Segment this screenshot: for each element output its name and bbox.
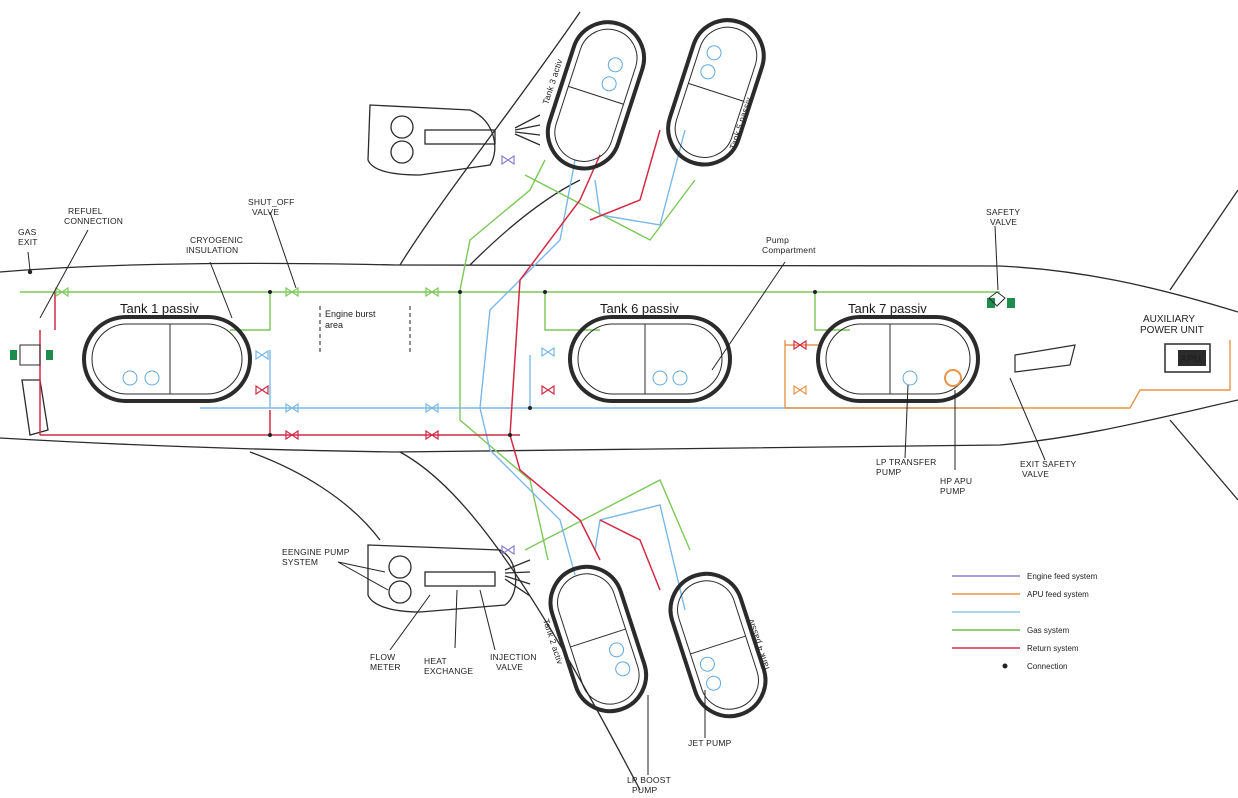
valves xyxy=(55,155,807,555)
fuselage-upper-line xyxy=(0,262,1238,313)
tank-6: Tank 6 passiv xyxy=(568,301,732,403)
gas-exit-label: GAS EXIT xyxy=(18,227,39,247)
tail-upper-line xyxy=(1169,189,1238,291)
jet-pump-label: JET PUMP xyxy=(688,738,732,748)
gas-system-pipes xyxy=(20,159,1000,561)
apu-label: AUXILIARY POWER UNIT xyxy=(1140,314,1204,336)
safety-valve-right xyxy=(987,291,1015,308)
tank-4-label: Tank 4 passiv xyxy=(746,617,772,672)
tail-lower-line xyxy=(1169,419,1238,501)
safety-valve-left xyxy=(10,344,53,366)
injection-valve-label: INJECTION VALVE xyxy=(490,652,539,672)
tank-5-label: Tank 5 passiv xyxy=(727,96,753,151)
tank-6-label: Tank 6 passiv xyxy=(600,301,679,316)
tank-7: Tank 7 passiv xyxy=(816,301,980,403)
tank-7-label: Tank 7 passiv xyxy=(848,301,927,316)
tank-2 xyxy=(548,564,649,714)
lower-wing-edge-1 xyxy=(399,451,641,791)
duct-left xyxy=(21,379,49,436)
lp-transfer-pump-label: LP TRANSFER PUMP xyxy=(876,457,939,477)
tank-3 xyxy=(545,20,647,171)
fuselage-lower-line xyxy=(0,399,1238,453)
apu-unit: APU xyxy=(1164,343,1211,373)
tank-1: Tank 1 passiv xyxy=(82,301,252,403)
pump-compartment-label: Pump Compartment xyxy=(762,235,816,255)
airframe-outline xyxy=(0,11,1238,791)
apu-feed-pipes xyxy=(784,340,1231,409)
engine-pump-system-label: EENGINE PUMP SYSTEM xyxy=(282,547,352,567)
lower-engine-nacelle xyxy=(367,544,531,613)
tank-1-label: Tank 1 passiv xyxy=(120,301,199,316)
upper-wing-edge-1 xyxy=(399,11,581,266)
exit-safety-duct xyxy=(1014,344,1076,373)
leader-lines xyxy=(27,211,1046,775)
callout-labels: GAS EXIT REFUEL CONNECTION SHUT_OFF VALV… xyxy=(18,197,1204,795)
apu-box-label: APU xyxy=(1180,354,1201,365)
lp-boost-pump-label: LP BOOST PUMP xyxy=(627,775,673,795)
legend-label-4: Return system xyxy=(1027,644,1079,653)
engine-burst-label: Engine burst area xyxy=(325,309,378,330)
legend-label-1: APU feed system xyxy=(1027,590,1089,599)
upper-wing-edge-2 xyxy=(469,179,581,266)
exit-safety-valve-label: EXIT SAFETY VALVE xyxy=(1020,459,1079,479)
heat-exchange-label: HEAT EXCHANGE xyxy=(424,656,473,676)
feed-system-pipes xyxy=(200,129,1000,611)
legend-label-0: Engine feed system xyxy=(1027,572,1098,581)
legend-label-5: Connection xyxy=(1027,662,1067,671)
legend-connection-dot xyxy=(1002,663,1008,669)
safety-valve-label: SAFETY VALVE xyxy=(986,207,1023,227)
tank-5 xyxy=(666,18,766,167)
legend-label-3: Gas system xyxy=(1027,626,1070,635)
shut-off-valve-label: SHUT_OFF VALVE xyxy=(248,197,297,217)
tank-4 xyxy=(668,571,768,719)
hp-apu-pump-label: HP APU PUMP xyxy=(940,476,975,496)
flow-meter-label: FLOW METER xyxy=(370,652,401,672)
cryogenic-insulation-label: CRYOGENIC INSULATION xyxy=(186,235,246,255)
lower-wing-edge-2 xyxy=(249,451,381,541)
connection-dots xyxy=(27,269,817,437)
refuel-connection-label: REFUEL CONNECTION xyxy=(64,206,123,226)
upper-engine-nacelle xyxy=(367,104,541,176)
